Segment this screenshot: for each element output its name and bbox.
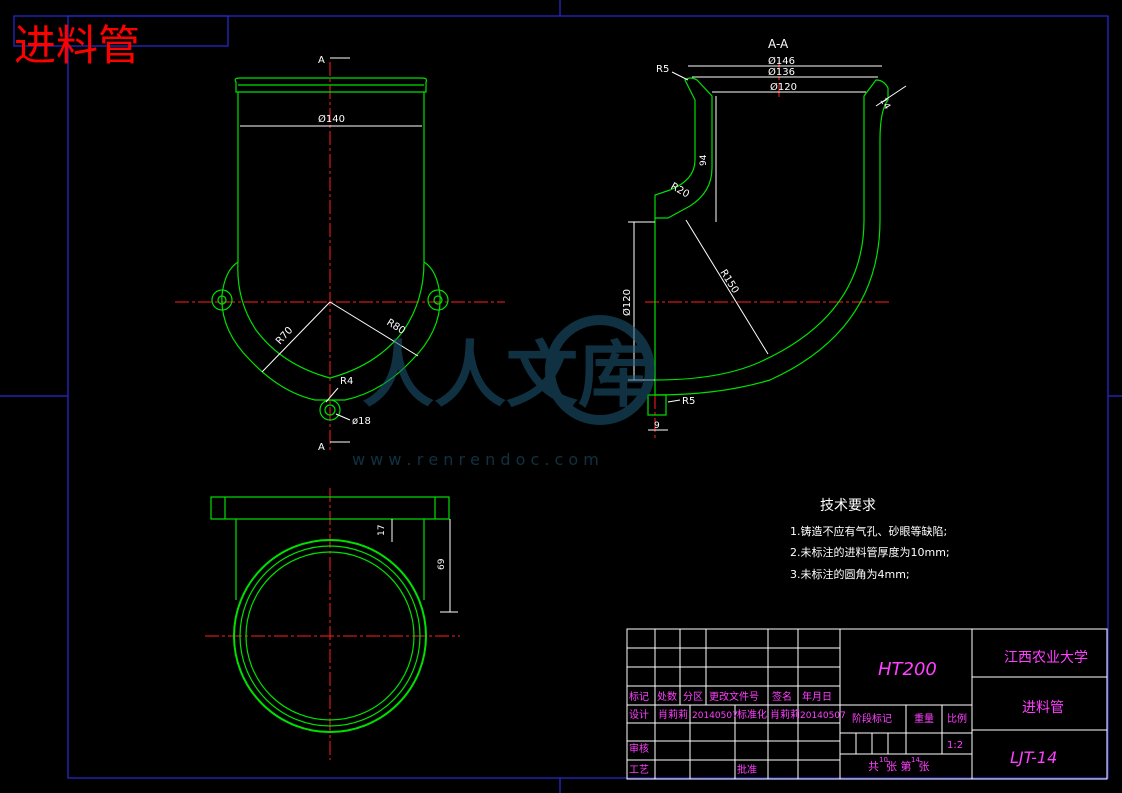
title-block-frame [626, 628, 1108, 780]
dim-line-r80 [329, 301, 419, 357]
right-ear [427, 289, 449, 311]
dim-d136: Ø136 [768, 66, 795, 78]
tb-designer: 肖莉莉 [658, 708, 688, 721]
dim-d140: Ø140 [318, 113, 345, 125]
dim-r150: R150 [717, 268, 740, 296]
section-label: A-A [768, 37, 789, 51]
bottom-view: 17 69 [205, 488, 460, 760]
watermark-ring [545, 315, 655, 425]
section-elbow-wall [654, 79, 889, 396]
dim-line-r150 [685, 219, 769, 355]
right-ear-hole [433, 295, 443, 305]
title-block: HT200 江西农业大学 进料管 LJT-14 标记 处数 分区 更改文件号 签… [626, 628, 1108, 780]
tb-drawing-no: LJT-14 [1010, 748, 1057, 767]
tb-design-date: 20140507 [692, 711, 738, 721]
dim-d146: Ø146 [768, 55, 795, 67]
drawing-title: 进料管 [14, 21, 140, 70]
tb-scale: 1:2 [947, 740, 963, 751]
bottom-mid-circle [239, 545, 421, 727]
title-tag-box [13, 15, 229, 47]
tb-scale-label: 比例 [947, 712, 967, 725]
dim-r20: R20 [669, 181, 692, 200]
tech-title: 技术要求 [820, 498, 876, 514]
tb-header-zone: 分区 [683, 691, 703, 703]
dim-r5-top: R5 [656, 64, 669, 75]
dim-r4: R4 [340, 376, 353, 387]
bottom-inner-circle [245, 551, 415, 721]
tb-school: 江西农业大学 [1004, 650, 1088, 666]
tech-item-1: 1.铸造不应有气孔、砂眼等缺陷; [790, 524, 947, 538]
cut-mark-top: A [318, 55, 325, 66]
bottom-outer-circle [233, 539, 427, 733]
tb-std-label: 标准化 [737, 708, 767, 721]
section-left-wall [654, 77, 713, 219]
dim-d17: 17 [377, 525, 387, 536]
dim-r70: R70 [274, 325, 295, 347]
tb-sheets-no: 14 [911, 756, 920, 764]
tb-process-label: 工艺 [629, 764, 649, 776]
tb-header-change-doc: 更改文件号 [709, 690, 759, 703]
tb-stage-label: 阶段标记 [852, 712, 892, 725]
dim-d18: ø18 [352, 416, 371, 427]
dim-d69: 69 [437, 558, 447, 570]
tb-std-date: 20140507 [800, 711, 846, 721]
tech-item-3: 3.未标注的圆角为4mm; [790, 567, 910, 581]
bottom-lug [319, 399, 341, 421]
tb-std-person: 肖莉莉 [770, 708, 800, 721]
tb-review-label: 审核 [629, 742, 649, 755]
dim-vert-120: Ø120 [621, 289, 633, 316]
tb-header-sign: 签名 [772, 690, 792, 703]
tb-header-date: 年月日 [802, 690, 832, 703]
drawing-border [67, 15, 1109, 779]
tech-requirements: 技术要求 1.铸造不应有气孔、砂眼等缺陷; 2.未标注的进料管厚度为10mm; … [790, 498, 950, 581]
dim-w9: 9 [654, 421, 660, 431]
left-ear-hole [217, 295, 227, 305]
top-lip [234, 77, 428, 93]
bottom-lug-hole [324, 404, 336, 416]
tb-part-name: 进料管 [1022, 700, 1064, 716]
watermark-url: w w w . r e n r e n d o c . c o m [352, 450, 599, 469]
tb-header-mark: 标记 [629, 691, 649, 703]
tb-sheets: 共 张 第 张 [868, 759, 929, 773]
watermark: 人人文库 w w w . r e n r e n d o c . c o m [352, 315, 655, 469]
tech-item-2: 2.未标注的进料管厚度为10mm; [790, 545, 950, 559]
cut-mark-bottom: A [318, 442, 325, 453]
tb-header-count: 处数 [657, 690, 677, 703]
section-view: A-A Ø146 Ø136 Ø120 R5 14 94 R20 [621, 37, 907, 440]
tb-weight-label: 重量 [914, 712, 934, 725]
bowl-inner [237, 261, 425, 379]
tb-sheets-total: 10 [879, 756, 888, 764]
tb-material: HT200 [878, 659, 937, 680]
dim-h94: 94 [699, 154, 709, 166]
left-ear [211, 289, 233, 311]
dim-r5-bottom: R5 [682, 396, 695, 407]
dim-d120: Ø120 [770, 81, 797, 93]
tb-design-label: 设计 [629, 708, 649, 721]
bottom-flange [647, 394, 667, 416]
bottom-flange-plate [210, 496, 450, 520]
tb-approve-label: 批准 [737, 763, 757, 776]
watermark-main: 人人文库 [362, 333, 650, 417]
dim-line-r70 [261, 301, 331, 373]
